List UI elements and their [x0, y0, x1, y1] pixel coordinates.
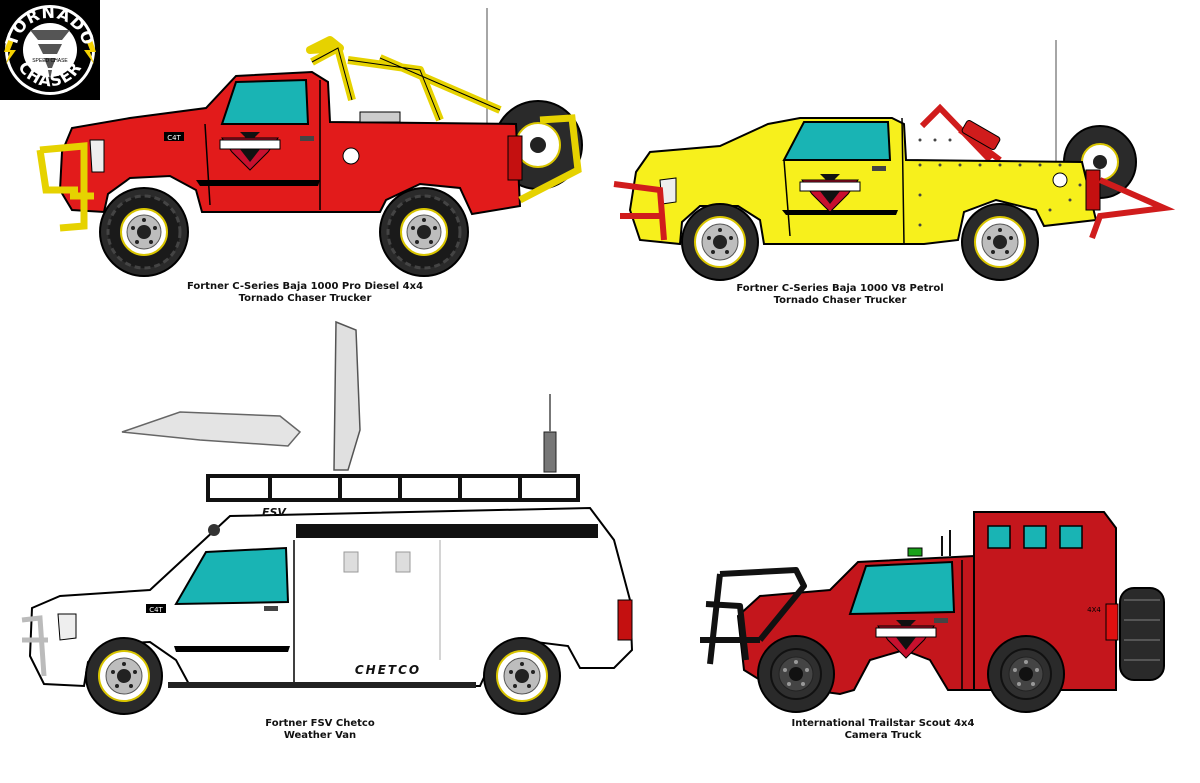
cab-window: [848, 560, 956, 616]
door-handle: [264, 606, 278, 611]
truck-body: [628, 117, 1098, 246]
rear-wheel: [378, 186, 470, 278]
door-handle: [300, 136, 314, 141]
vehicle-caption: Fortner FSV Chetco Weather Van: [160, 718, 480, 742]
fuel-cap: [342, 147, 360, 165]
fuel-cap: [1052, 172, 1068, 188]
rear-wheel: [987, 635, 1065, 713]
vehicle-title: Fortner FSV Chetco: [265, 718, 375, 729]
vehicle-subtitle: Tornado Chaser Trucker: [773, 295, 907, 306]
vehicle-white-weather-van: FSV CHETCO C4T: [21, 320, 634, 715]
tail-light: [1085, 169, 1101, 211]
vehicle-title: Fortner C-Series Baja 1000 Pro Diesel 4x…: [186, 281, 424, 292]
rear-wheel: [483, 637, 561, 715]
roll-bar: [306, 36, 502, 122]
pod-window: [987, 525, 1011, 549]
headlight: [89, 139, 105, 173]
front-guard: [21, 615, 48, 677]
vehicle-subtitle: Tornado Chaser Trucker: [238, 293, 372, 304]
front-wheel: [757, 635, 835, 713]
fire-extinguisher: [961, 120, 1001, 150]
rear-wheel: [961, 203, 1039, 281]
roof-vent: [359, 111, 401, 123]
vehicle-caption: Fortner C-Series Baja 1000 Pro Diesel 4x…: [145, 281, 465, 305]
tornado-chaser-logo: TORNADO CHASER SPEED CHASE: [0, 0, 100, 100]
pod-window: [1059, 525, 1083, 549]
rivets: [918, 138, 1082, 227]
front-bumper-bar: [613, 181, 667, 241]
rear-bumper-bar: [518, 114, 582, 204]
vehicle-subtitle: Camera Truck: [844, 730, 922, 741]
vehicle-red-baja-pickup: C4T: [36, 8, 583, 278]
roof-brand-text: FSV: [262, 506, 287, 519]
spare-tire: [1119, 587, 1165, 681]
cab-window: [220, 78, 310, 125]
rear-badge: 4X4: [1087, 606, 1101, 614]
front-wheel: [85, 637, 163, 715]
lightning-bolt-icon: [4, 40, 16, 64]
pod-window: [1023, 525, 1047, 549]
door-handle: [934, 618, 948, 623]
vehicle-caption: Fortner C-Series Baja 1000 V8 Petrol Tor…: [680, 283, 1000, 307]
vehicle-title: Fortner C-Series Baja 1000 V8 Petrol: [736, 283, 944, 294]
tornado-funnel-icon: [30, 30, 70, 80]
radar-dish: [333, 320, 361, 471]
rear-bumper-bar: [1089, 177, 1176, 240]
vehicle-subtitle: Weather Van: [283, 730, 357, 741]
logo-small-text: SPEED CHASE: [32, 58, 68, 64]
tail-light: [507, 135, 523, 181]
lightning-bolt-icon: [84, 40, 96, 64]
roof-rack: [206, 474, 580, 502]
door-handle: [872, 166, 886, 171]
front-bull-bar: [700, 567, 807, 665]
front-bull-bar: [36, 142, 94, 232]
weather-mast: [543, 431, 557, 473]
truck-body: [58, 70, 522, 216]
van-side-text: CHETCO: [355, 663, 421, 677]
fender-badge: C4T: [149, 606, 163, 614]
fender-badge: C4T: [167, 134, 181, 142]
front-wheel: [681, 203, 759, 281]
folded-radar-panel: [121, 411, 302, 447]
roof-light-bar: [296, 524, 598, 538]
headlight: [57, 613, 77, 641]
cab-window: [174, 546, 290, 606]
vehicle-title: International Trailstar Scout 4x4: [791, 718, 975, 729]
vehicle-yellow-baja-pickup: [613, 40, 1176, 281]
front-wheel: [98, 186, 190, 278]
vehicle-caption: International Trailstar Scout 4x4 Camera…: [723, 718, 1043, 742]
roof-camera: [208, 524, 220, 536]
cab-window: [782, 121, 892, 161]
tail-light: [1105, 603, 1119, 641]
tail-light: [617, 599, 633, 641]
vehicle-red-camera-truck: 4X4: [700, 511, 1165, 713]
beacon-light: [907, 547, 923, 557]
